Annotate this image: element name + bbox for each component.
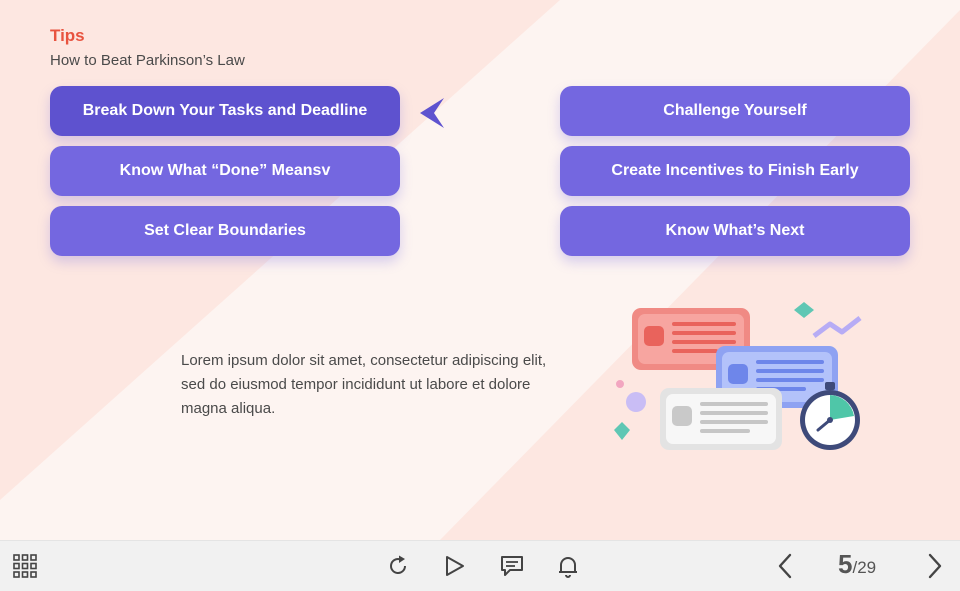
tip-button-break-down-tasks[interactable]: Break Down Your Tasks and Deadline (50, 86, 400, 136)
page-total: /29 (852, 558, 877, 577)
prev-arrow-icon[interactable] (770, 541, 800, 591)
diamond-shape (794, 302, 814, 318)
comment-icon[interactable] (497, 541, 527, 591)
tip-button-know-whats-next[interactable]: Know What’s Next (560, 206, 910, 256)
zigzag-shape (812, 316, 862, 338)
menu-grid-icon[interactable] (10, 541, 40, 591)
white-card (660, 388, 782, 450)
slide-eyebrow: Tips (50, 26, 85, 45)
task-cards-stopwatch-illustration (614, 302, 862, 450)
body-text: Lorem ipsum dolor sit amet, consectetur … (181, 352, 547, 417)
pointer-arrow-icon (420, 98, 444, 128)
page-current: 5 (838, 549, 853, 579)
stopwatch-icon (800, 382, 860, 450)
play-icon[interactable] (440, 541, 470, 591)
tip-button-create-incentives[interactable]: Create Incentives to Finish Early (560, 146, 910, 196)
small-dot-shape (616, 380, 624, 388)
slide-subtitle: How to Beat Parkinson’s Law (50, 52, 245, 69)
sphere-shape (626, 392, 646, 412)
page-counter: 5 /29 (838, 549, 876, 583)
tip-button-clear-boundaries[interactable]: Set Clear Boundaries (50, 206, 400, 256)
slide-stage: Tips How to Beat Parkinson’s Law Break D… (0, 0, 960, 540)
player-toolbar: 5 /29 (0, 540, 960, 591)
bell-icon[interactable] (553, 541, 583, 591)
next-arrow-icon[interactable] (920, 541, 950, 591)
diamond-shape-small (614, 422, 630, 440)
replay-icon[interactable] (383, 541, 413, 591)
tip-button-challenge-yourself[interactable]: Challenge Yourself (560, 86, 910, 136)
tip-button-know-done[interactable]: Know What “Done” Meansv (50, 146, 400, 196)
